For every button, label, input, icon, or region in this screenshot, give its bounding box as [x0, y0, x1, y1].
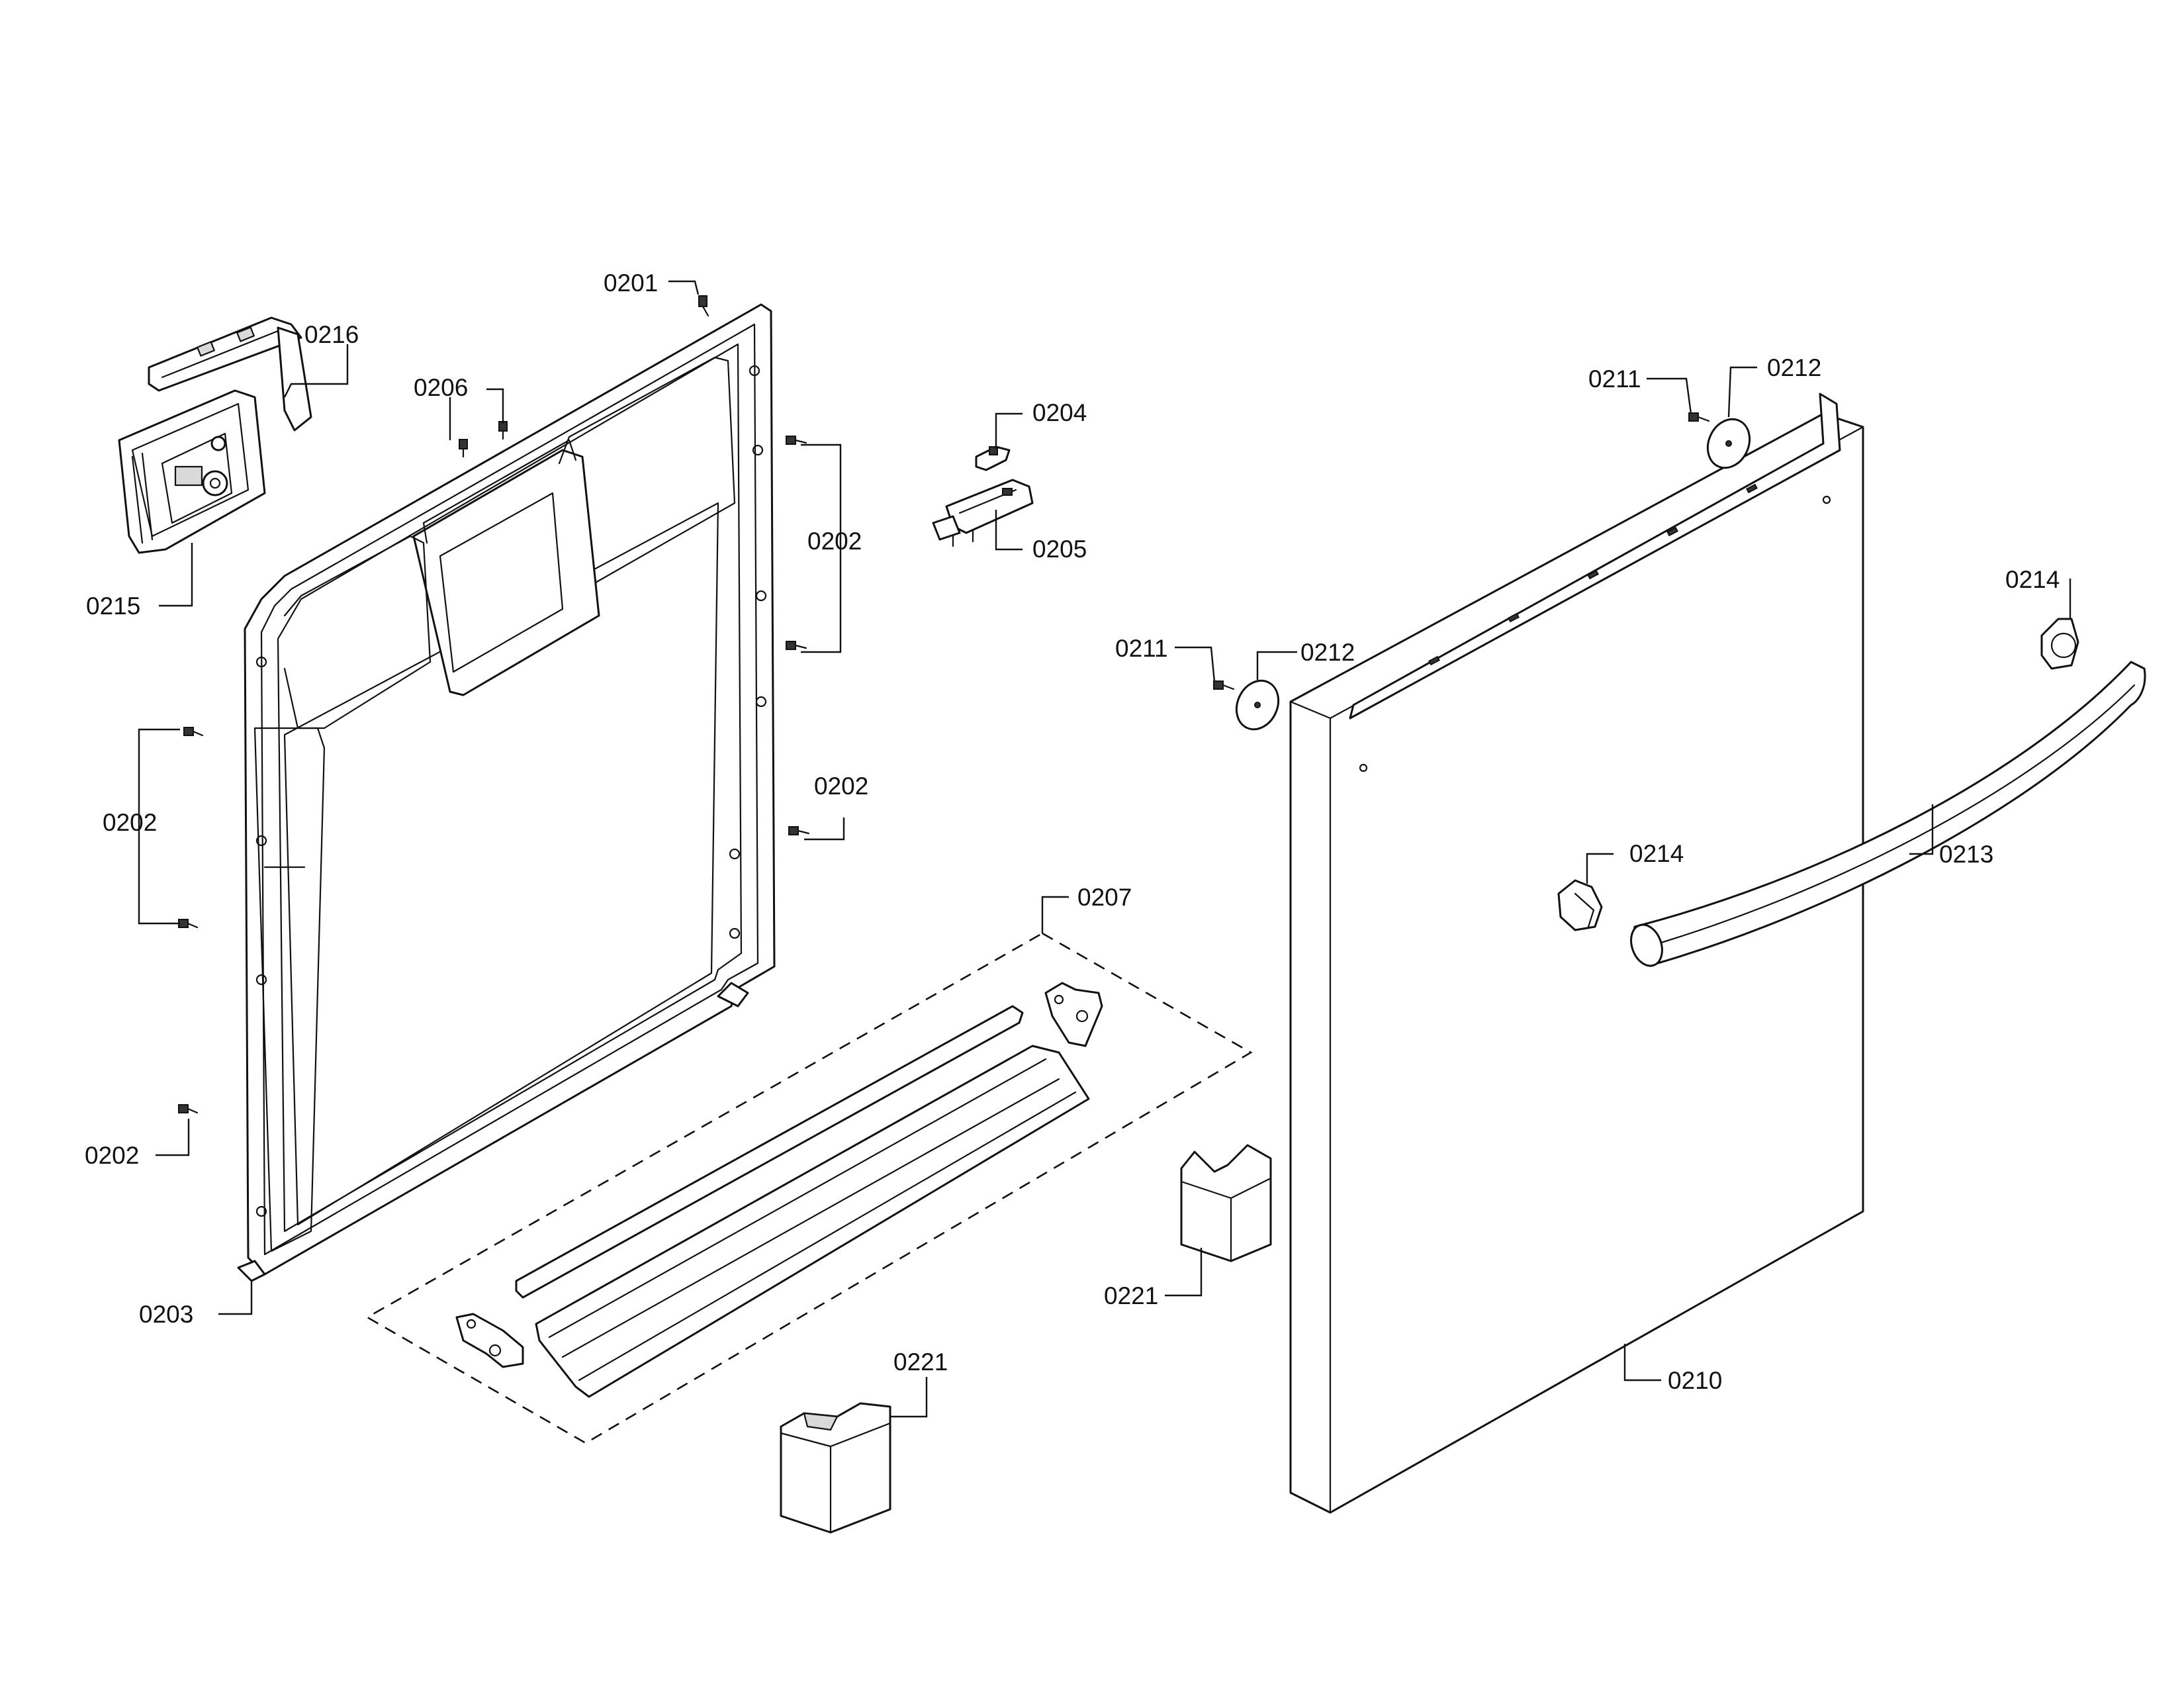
- screw-0202-mid-right: [788, 826, 810, 835]
- callout-0213: 0213: [1939, 841, 1993, 868]
- callout-0202-top: 0202: [807, 528, 862, 555]
- end-cap-0221-bottom: [780, 1402, 891, 1534]
- callout-0202-mid: 0202: [814, 773, 868, 800]
- screw-0206-b: [498, 421, 508, 440]
- washer-0212-mid: [1235, 679, 1280, 731]
- screw-0211-top: [1688, 412, 1710, 422]
- callout-0214-mid: 0214: [1629, 840, 1684, 867]
- callout-0207: 0207: [1077, 884, 1132, 911]
- inner-door-liner: [237, 303, 776, 1282]
- callout-0206: 0206: [414, 374, 468, 401]
- leader-lines: [138, 280, 2071, 1418]
- callout-0211-top: 0211: [1588, 365, 1641, 393]
- callout-0202-bottom: 0202: [85, 1142, 139, 1169]
- group-outline-0207: [365, 932, 1253, 1444]
- end-cap-0221-right: [1180, 1144, 1272, 1262]
- screw-0202-low-left: [178, 1104, 199, 1114]
- callout-0211-mid: 0211: [1115, 635, 1168, 662]
- door-latch-0205: [932, 479, 1034, 547]
- latch-part-0204: [975, 445, 1011, 471]
- screw-0206-a: [459, 439, 468, 458]
- screw-0201: [698, 295, 709, 317]
- callout-0202-left: 0202: [103, 809, 157, 836]
- callout-0221-right: 0221: [1104, 1282, 1158, 1309]
- screw-0202-upper-right: [786, 641, 807, 650]
- callout-0203: 0203: [139, 1301, 193, 1328]
- screw-0202-left-bottom: [178, 919, 199, 929]
- callout-0205: 0205: [1032, 536, 1087, 563]
- screw-0202-left-top: [183, 727, 204, 737]
- dispenser-bracket-0216: [148, 316, 312, 432]
- outer-door-panel-0210: [1289, 393, 1864, 1514]
- handle-end-cap-0214-top: [2040, 618, 2079, 670]
- detergent-dispenser-0215: [118, 389, 266, 554]
- door-handle-0213: [1630, 661, 2146, 967]
- callout-0221-bottom: 0221: [893, 1348, 948, 1376]
- screw-0202-top: [786, 436, 807, 445]
- callout-0204: 0204: [1032, 399, 1087, 426]
- callout-0210: 0210: [1668, 1367, 1722, 1394]
- callout-0215: 0215: [86, 592, 140, 620]
- callout-0212-mid: 0212: [1300, 639, 1355, 666]
- callout-0216: 0216: [304, 321, 359, 348]
- callout-0214-top: 0214: [2005, 566, 2060, 593]
- handle-end-cap-0214-mid: [1557, 879, 1603, 931]
- hinge-kit-0207: [455, 982, 1103, 1398]
- washer-0212-top: [1706, 418, 1751, 469]
- screw-0211-mid: [1213, 680, 1235, 690]
- callout-0212-top: 0212: [1767, 354, 1821, 381]
- callout-0201: 0201: [604, 269, 658, 297]
